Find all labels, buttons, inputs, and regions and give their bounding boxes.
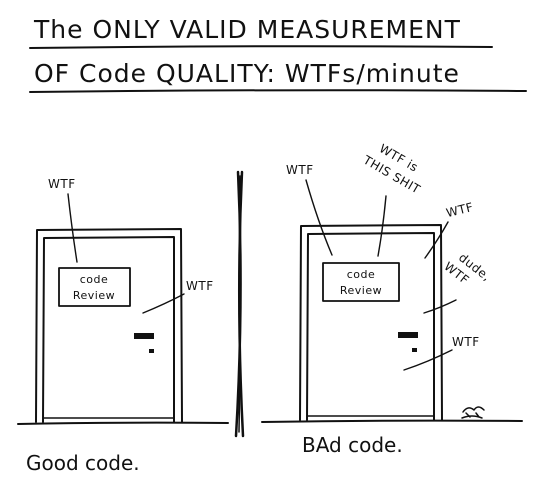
bad-dude-pointer xyxy=(423,299,457,314)
bad-wtf-3-pointer xyxy=(403,349,453,371)
good-wtf-1: WTF xyxy=(48,177,76,191)
good-sign-line-1: code xyxy=(80,273,109,286)
good-wtf-1-pointer xyxy=(67,193,78,263)
panel-bad-code: code Review WTF WTF is THIS SHIT WTF dud… xyxy=(261,141,523,457)
bad-caption: BAd code. xyxy=(302,433,403,457)
title: The ONLY VALID MEASUREMENT OF Code QUALI… xyxy=(29,15,527,93)
good-door-frame-outer xyxy=(35,228,183,423)
good-caption: Good code. xyxy=(26,451,140,475)
bad-door-handle xyxy=(398,332,418,338)
good-code-review-sign xyxy=(58,267,131,307)
bad-floor-line xyxy=(261,419,523,423)
title-underline-1 xyxy=(29,45,493,49)
title-line-1: The ONLY VALID MEASUREMENT xyxy=(33,15,461,44)
good-door-frame-inner xyxy=(42,236,175,423)
good-floor-line xyxy=(17,421,229,425)
artist-signature xyxy=(461,406,485,419)
bad-exclamation-pointer xyxy=(377,195,387,257)
bad-exclamation: WTF is THIS SHIT xyxy=(360,141,423,196)
bad-dude: dude, WTF xyxy=(441,250,493,287)
bad-wtf-1: WTF xyxy=(286,163,314,177)
bad-door-lock xyxy=(412,348,417,352)
panel-divider xyxy=(234,170,245,438)
bad-door-frame-inner xyxy=(306,232,435,421)
good-wtf-2-pointer xyxy=(142,293,185,314)
good-sign-line-2: Review xyxy=(73,289,115,302)
bad-sign-line-1: code xyxy=(347,268,376,281)
bad-door-frame-outer xyxy=(299,224,443,421)
bad-sign-line-2: Review xyxy=(340,284,382,297)
bad-wtf-2: WTF xyxy=(445,200,475,220)
good-door-lock xyxy=(149,349,154,353)
good-wtf-2: WTF xyxy=(186,279,214,293)
title-underline-2 xyxy=(29,89,527,93)
panel-good-code: code Review WTF WTF Good code. xyxy=(17,177,229,475)
bad-code-review-sign xyxy=(322,262,400,302)
bad-wtf-2-pointer xyxy=(424,221,449,259)
good-door-handle xyxy=(134,333,154,339)
bad-caption-text: BAd code. xyxy=(302,433,403,457)
bad-wtf-3: WTF xyxy=(452,335,480,349)
bad-wtf-1-pointer xyxy=(305,179,333,256)
title-line-2: OF Code QUALITY: WTFs/minute xyxy=(34,59,460,88)
